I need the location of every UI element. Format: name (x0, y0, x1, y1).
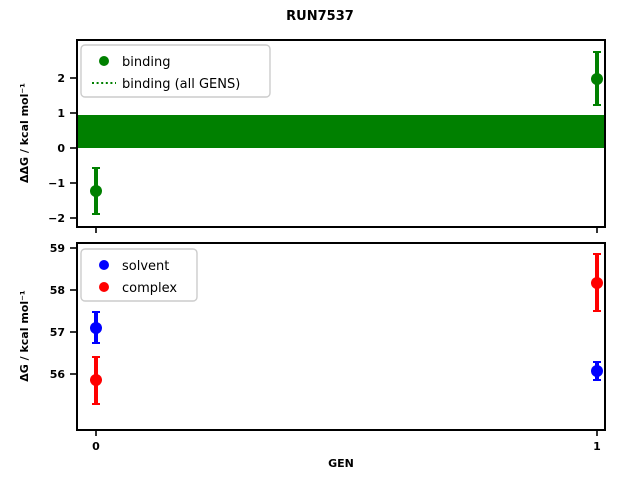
bottom-y-ticks (70, 247, 77, 375)
top-y-ticks (70, 77, 77, 219)
bottom-datapoint-solvent-gen1 (591, 361, 603, 381)
top-ytick-label-0: 0 (57, 142, 65, 155)
top-datapoint-gen1 (591, 51, 603, 106)
top-panel-frame (76, 39, 606, 228)
bottom-legend-label-complex: complex (122, 281, 177, 296)
top-legend[interactable]: binding binding (all GENS) (80, 44, 271, 98)
bottom-xtick-label-1: 1 (593, 440, 601, 453)
bottom-legend-box (80, 248, 198, 302)
bottom-datapoint-complex-gen1 (591, 253, 603, 312)
bottom-x-ticks (95, 430, 598, 436)
complex-marker-icon (99, 282, 109, 292)
bottom-ytick-label-56: 56 (50, 368, 66, 381)
top-ytick-label-2: 2 (57, 72, 65, 85)
bottom-ytick-label-59: 59 (50, 242, 65, 255)
top-ytick-label-neg2: −2 (48, 212, 65, 225)
bottom-xtick-label-0: 0 (92, 440, 100, 453)
top-legend-label-binding: binding (122, 55, 170, 70)
bottom-datapoint-solvent-gen0 (90, 311, 102, 344)
bottom-legend-item-solvent[interactable]: solvent (99, 259, 169, 274)
top-datapoint-gen0 (90, 167, 102, 215)
top-panel: 2 1 0 −1 −2 ΔΔG / kcal mol⁻¹ (18, 39, 606, 233)
top-legend-item-binding[interactable]: binding (99, 55, 170, 70)
bottom-datapoint-complex-gen0 (90, 356, 102, 405)
top-legend-item-binding-all-gens[interactable]: binding (all GENS) (92, 77, 240, 92)
top-ytick-label-neg1: −1 (48, 177, 65, 190)
bottom-panel-frame (76, 242, 606, 431)
top-ytick-label-1: 1 (57, 107, 65, 120)
bottom-legend[interactable]: solvent complex (80, 248, 198, 302)
top-legend-box (80, 44, 271, 98)
solvent-marker-icon (99, 260, 109, 270)
top-band-binding-all-gens (78, 115, 604, 148)
bottom-panel: 59 58 57 56 ΔG / kcal mol⁻¹ (18, 242, 606, 470)
binding-marker-icon (99, 56, 109, 66)
bottom-y-axis-title: ΔG / kcal mol⁻¹ (18, 290, 31, 382)
bottom-legend-item-complex[interactable]: complex (99, 281, 177, 296)
figure-title: RUN7537 (286, 9, 354, 24)
bottom-ytick-label-57: 57 (50, 326, 65, 339)
top-legend-label-binding-all-gens: binding (all GENS) (122, 77, 240, 92)
bottom-ytick-label-58: 58 (50, 284, 65, 297)
x-axis-title: GEN (328, 457, 354, 470)
top-y-axis-title: ΔΔG / kcal mol⁻¹ (18, 83, 31, 183)
bottom-legend-label-solvent: solvent (122, 259, 169, 274)
